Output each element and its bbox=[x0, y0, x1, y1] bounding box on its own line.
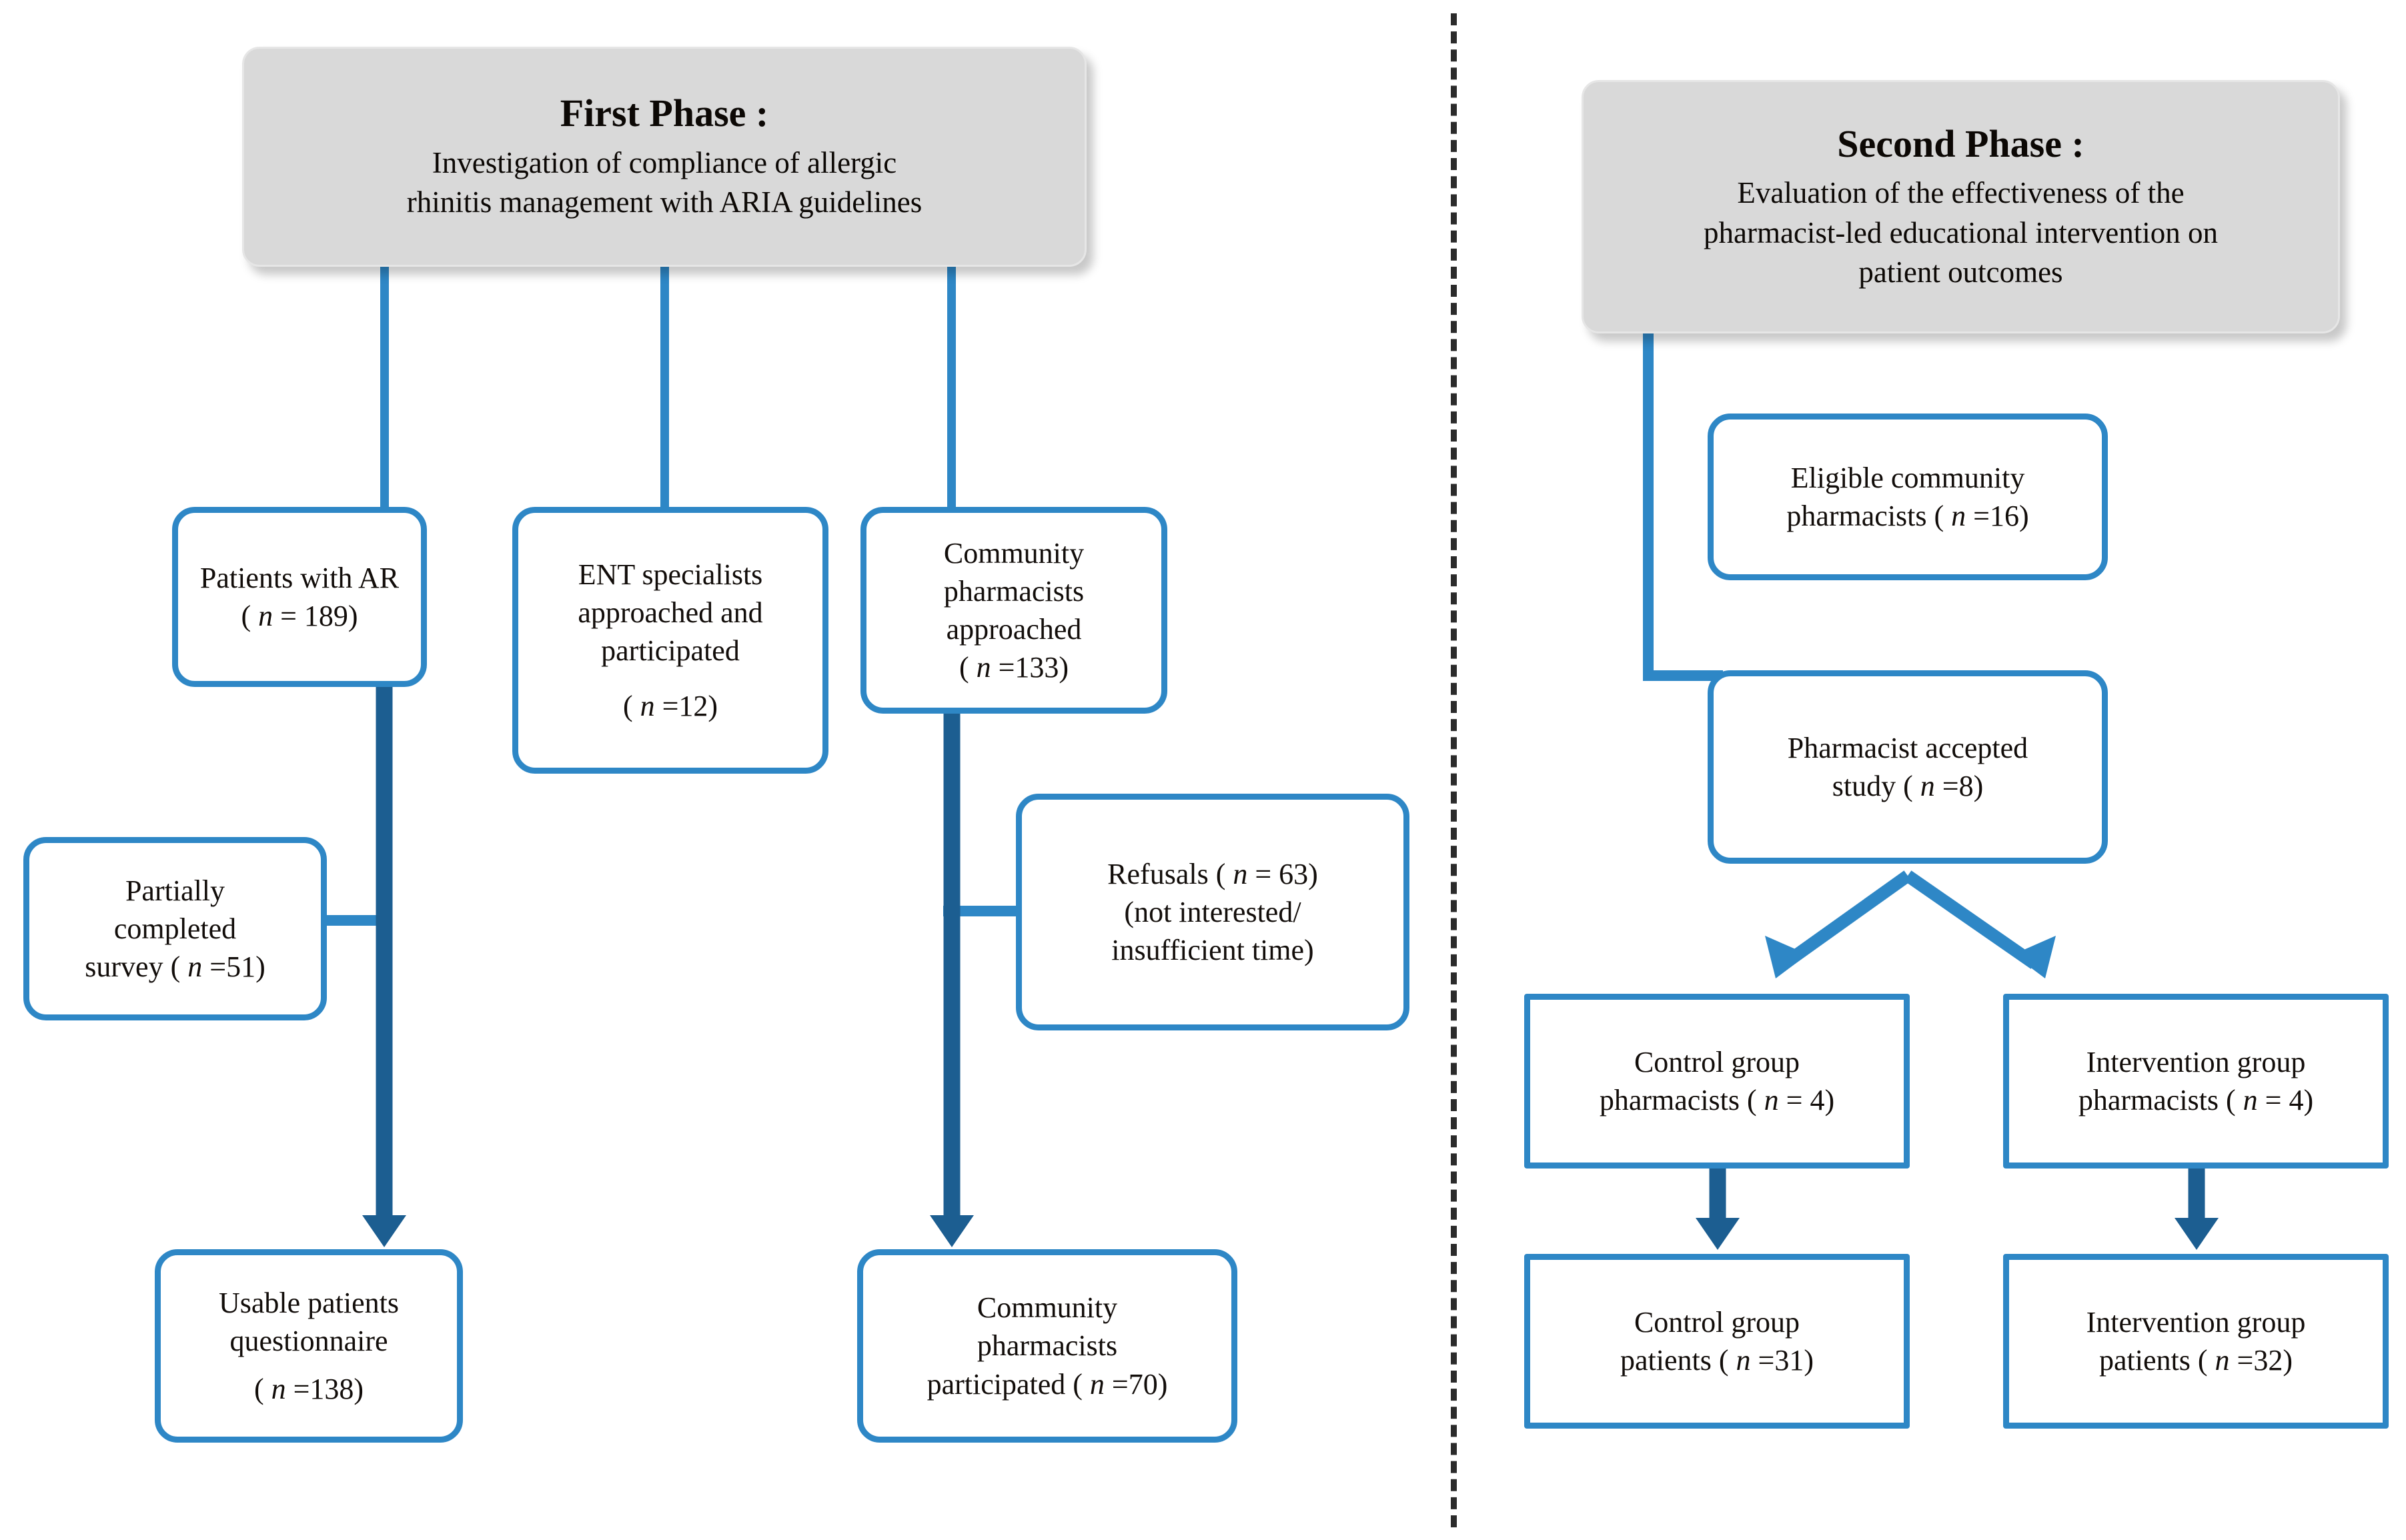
ent-line4-post: =12) bbox=[654, 690, 718, 723]
node-control-group-pharmacists[interactable]: Control group pharmacists ( n = 4) bbox=[1524, 994, 1910, 1169]
partial-survey-line1: Partially bbox=[125, 874, 225, 907]
accepted-line2-pre: study ( bbox=[1832, 770, 1920, 802]
usable-line3-post: =138) bbox=[285, 1372, 364, 1405]
connector-partial-survey-to-trunk bbox=[325, 915, 388, 926]
phase-divider bbox=[1451, 13, 1457, 1527]
phase2-subtitle-line2: pharmacist-led educational intervention … bbox=[1704, 215, 2218, 249]
intervention-patients-line2-pre: patients ( bbox=[2099, 1344, 2215, 1377]
node-intervention-group-pharmacists[interactable]: Intervention group pharmacists ( n = 4) bbox=[2003, 994, 2389, 1169]
community-approached-n: n bbox=[976, 651, 991, 684]
eligible-line1: Eligible community bbox=[1790, 461, 2025, 494]
intervention-pharm-line2-post: = 4) bbox=[2257, 1084, 2314, 1116]
phase2-subtitle-line3: patient outcomes bbox=[1858, 255, 2063, 289]
node-eligible-community-pharmacists[interactable]: Eligible community pharmacists ( n =16) bbox=[1708, 414, 2108, 580]
node-pharmacist-accepted-study[interactable]: Pharmacist accepted study ( n =8) bbox=[1708, 670, 2108, 864]
eligible-line2-post: =16) bbox=[1966, 500, 2029, 532]
intervention-pharm-line2-pre: pharmacists ( bbox=[2078, 1084, 2243, 1116]
usable-line2: questionnaire bbox=[229, 1325, 388, 1358]
refusals-line3: insufficient time) bbox=[1111, 934, 1314, 967]
patients-ar-line2-pre: ( bbox=[241, 600, 259, 632]
connector-phase1-to-community bbox=[947, 267, 956, 509]
accepted-line1: Pharmacist accepted bbox=[1787, 731, 2028, 764]
phase2-title: Second Phase : bbox=[1837, 121, 2084, 165]
arrow-patients-to-usable bbox=[362, 687, 406, 1247]
control-patients-line2-pre: patients ( bbox=[1620, 1344, 1736, 1377]
patients-ar-n: n bbox=[258, 600, 273, 632]
ent-line4-pre: ( bbox=[622, 690, 640, 723]
node-community-pharmacists-participated[interactable]: Community pharmacists participated ( n =… bbox=[857, 1249, 1237, 1443]
accepted-n: n bbox=[1920, 770, 1935, 802]
patients-ar-line1: Patients with AR bbox=[199, 561, 400, 594]
refusals-line2: (not interested/ bbox=[1124, 895, 1301, 928]
control-pharm-line2-pre: pharmacists ( bbox=[1599, 1084, 1764, 1116]
intervention-patients-line1: Intervention group bbox=[2086, 1305, 2306, 1339]
control-patients-line2-post: =31) bbox=[1750, 1344, 1814, 1377]
connector-phase2-header-elbow-vertical bbox=[1643, 327, 1654, 680]
control-pharm-n: n bbox=[1764, 1084, 1779, 1116]
community-approached-line4-pre: ( bbox=[959, 651, 977, 684]
community-approached-line3: approached bbox=[946, 613, 1082, 646]
ent-n: n bbox=[640, 690, 655, 723]
intervention-pharm-n: n bbox=[2243, 1084, 2258, 1116]
node-control-group-patients[interactable]: Control group patients ( n =31) bbox=[1524, 1254, 1910, 1429]
connector-phase1-to-ent bbox=[660, 267, 669, 509]
usable-n: n bbox=[271, 1372, 286, 1405]
usable-line3-pre: ( bbox=[253, 1372, 271, 1405]
eligible-n: n bbox=[1951, 500, 1966, 532]
refusals-line1-post: = 63) bbox=[1247, 857, 1318, 890]
intervention-pharm-line1: Intervention group bbox=[2086, 1045, 2306, 1078]
connector-phase1-to-patients bbox=[380, 267, 389, 509]
intervention-patients-n: n bbox=[2215, 1344, 2230, 1377]
node-refusals[interactable]: Refusals ( n = 63) (not interested/ insu… bbox=[1016, 794, 1409, 1030]
arrow-control-pharmacists-to-patients bbox=[1696, 1169, 1740, 1250]
community-participated-n: n bbox=[1089, 1367, 1105, 1401]
arrow-community-to-participated bbox=[930, 714, 974, 1247]
partial-survey-line3-pre: survey ( bbox=[85, 950, 188, 984]
control-patients-n: n bbox=[1736, 1344, 1751, 1377]
partial-survey-line2: completed bbox=[113, 912, 237, 945]
connector-trunk-to-refusals bbox=[943, 906, 1020, 916]
connector-phase2-header-elbow-horizontal bbox=[1643, 670, 1723, 681]
split-arrows-to-groups bbox=[1765, 870, 2056, 978]
community-participated-line3-post: =70) bbox=[1104, 1367, 1168, 1401]
node-patients-with-ar[interactable]: Patients with AR ( n = 189) bbox=[172, 507, 427, 687]
refusals-line1-pre: Refusals ( bbox=[1107, 857, 1233, 890]
ent-line2: approached and bbox=[578, 596, 763, 629]
intervention-patients-line2-post: =32) bbox=[2229, 1344, 2293, 1377]
patients-ar-line2-post: = 189) bbox=[273, 600, 358, 632]
phase1-subtitle-line1: Investigation of compliance of allergic bbox=[432, 145, 897, 179]
node-community-pharmacists-approached[interactable]: Community pharmacists approached ( n =13… bbox=[860, 507, 1167, 714]
control-pharm-line2-post: = 4) bbox=[1778, 1084, 1835, 1116]
control-patients-line1: Control group bbox=[1634, 1305, 1800, 1339]
community-participated-line1: Community bbox=[977, 1291, 1118, 1325]
eligible-line2-pre: pharmacists ( bbox=[1786, 500, 1952, 532]
phase1-header-box: First Phase : Investigation of complianc… bbox=[242, 47, 1087, 267]
community-participated-line3-pre: participated ( bbox=[927, 1367, 1090, 1401]
node-intervention-group-patients[interactable]: Intervention group patients ( n =32) bbox=[2003, 1254, 2389, 1429]
accepted-line2-post: =8) bbox=[1934, 770, 1984, 802]
arrow-intervention-pharmacists-to-patients bbox=[2175, 1169, 2219, 1250]
phase2-subtitle-line1: Evaluation of the effectiveness of the bbox=[1737, 176, 2185, 210]
community-approached-line2: pharmacists bbox=[943, 574, 1085, 608]
usable-line1: Usable patients bbox=[218, 1287, 400, 1320]
ent-line1: ENT specialists bbox=[578, 558, 763, 591]
community-approached-line4-post: =133) bbox=[991, 651, 1069, 684]
community-participated-line2: pharmacists bbox=[977, 1329, 1118, 1363]
node-usable-patients-questionnaire[interactable]: Usable patients questionnaire ( n =138) bbox=[155, 1249, 463, 1443]
phase2-header-box: Second Phase : Evaluation of the effecti… bbox=[1582, 80, 2340, 333]
community-approached-line1: Community bbox=[943, 536, 1085, 570]
partial-survey-line3-post: =51) bbox=[202, 950, 265, 984]
control-pharm-line1: Control group bbox=[1634, 1045, 1800, 1078]
partial-survey-n: n bbox=[187, 950, 203, 984]
refusals-n: n bbox=[1233, 857, 1248, 890]
node-partially-completed-survey[interactable]: Partially completed survey ( n =51) bbox=[23, 837, 327, 1020]
phase1-subtitle-line2: rhinitis management with ARIA guidelines bbox=[406, 185, 923, 219]
phase1-title: First Phase : bbox=[560, 91, 769, 135]
ent-line3: participated bbox=[601, 634, 740, 667]
node-ent-specialists[interactable]: ENT specialists approached and participa… bbox=[512, 507, 828, 774]
